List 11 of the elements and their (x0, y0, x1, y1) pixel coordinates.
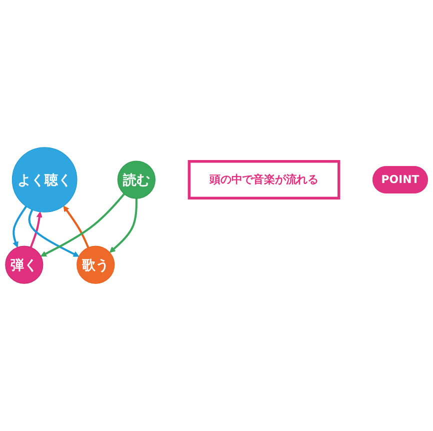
node-circle: 読む (117, 160, 156, 199)
arrow (12, 206, 28, 248)
arrow (28, 209, 80, 257)
arrow (109, 198, 138, 253)
arrow (63, 206, 90, 248)
node-circle: 弾く (5, 246, 44, 284)
arrow (30, 212, 42, 248)
node-box: 頭の中で音楽が流れる (188, 160, 340, 200)
node-circle: よく聴く (12, 147, 78, 212)
node-circle: 歌う (76, 246, 115, 284)
arrow (40, 193, 125, 257)
